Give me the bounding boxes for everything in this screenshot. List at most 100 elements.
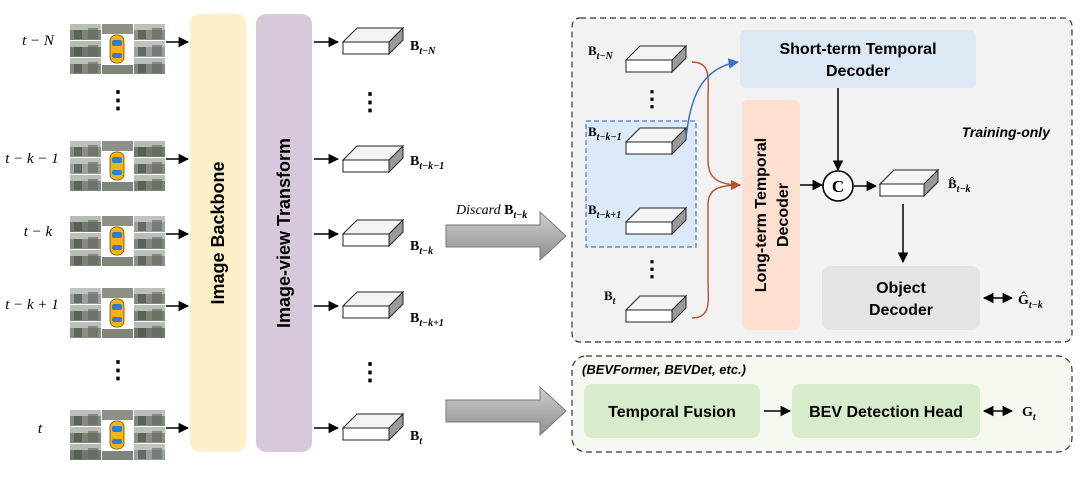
ellipsis: ⋮ bbox=[641, 86, 663, 111]
ellipsis: ⋮ bbox=[106, 87, 130, 114]
short-term-decoder-label: Short-term Temporal bbox=[779, 41, 936, 58]
camera-view-image bbox=[102, 24, 133, 34]
temporal-fusion-label: Temporal Fusion bbox=[608, 404, 736, 421]
predicted-bev-label: B̂t−k bbox=[948, 176, 971, 195]
camera-mosaic bbox=[70, 216, 165, 266]
camera-view-image bbox=[134, 427, 165, 443]
time-label: t − k − 1 bbox=[5, 151, 59, 167]
camera-view-image bbox=[134, 305, 165, 321]
bev-feature-cube bbox=[624, 294, 688, 324]
object-decoder-label: Object bbox=[876, 280, 926, 297]
camera-view-image bbox=[70, 24, 101, 40]
concat-symbol: C bbox=[832, 177, 844, 196]
camera-view-image bbox=[70, 233, 101, 249]
ego-car-icon bbox=[109, 151, 125, 181]
discard-arrow bbox=[445, 210, 567, 262]
stack-label: Bt−k+1 bbox=[588, 202, 621, 221]
camera-view-image bbox=[102, 410, 133, 420]
time-label: t − k bbox=[24, 224, 53, 240]
long-term-decoder-label: Decoder bbox=[775, 183, 792, 247]
bev-feature-cube bbox=[341, 218, 405, 248]
camera-view-image bbox=[134, 158, 165, 174]
input-arrows bbox=[166, 36, 190, 434]
image-backbone-label: Image Backbone bbox=[208, 161, 228, 304]
camera-view-image bbox=[134, 444, 165, 460]
bev-label: Bt−k−1 bbox=[410, 154, 444, 172]
camera-view-image bbox=[134, 250, 165, 266]
camera-view-image bbox=[70, 175, 101, 191]
bev-label: Bt−k bbox=[410, 239, 433, 257]
camera-mosaic bbox=[70, 410, 165, 460]
camera-view-image bbox=[102, 141, 133, 151]
bev-label: Bt−N bbox=[410, 39, 436, 57]
camera-view-image bbox=[134, 41, 165, 57]
time-label: t bbox=[38, 421, 43, 437]
camera-view-image bbox=[102, 329, 133, 338]
detection-head-block bbox=[792, 384, 980, 438]
discard-label: Discard Bt−k bbox=[455, 203, 527, 221]
camera-view-image bbox=[70, 141, 101, 157]
camera-view-image bbox=[134, 58, 165, 74]
inference-panel-tag: (BEVFormer, BEVDet, etc.) bbox=[582, 362, 746, 377]
camera-view-image bbox=[134, 216, 165, 232]
camera-view-image bbox=[134, 288, 165, 304]
detection-output-label: Gt bbox=[1022, 405, 1037, 423]
long-term-decoder-block bbox=[742, 100, 800, 330]
camera-view-image bbox=[70, 322, 101, 338]
object-decoder-label: Decoder bbox=[869, 302, 933, 319]
ellipsis: ⋮ bbox=[358, 359, 382, 386]
bev-feature-cube bbox=[341, 290, 405, 320]
predicted-output-label: Ĝt−k bbox=[1018, 290, 1043, 311]
temporal-fusion-block bbox=[584, 384, 760, 438]
time-label: t − k + 1 bbox=[5, 297, 59, 313]
bev-feature-cube bbox=[341, 412, 405, 442]
bev-feature-cube bbox=[341, 144, 405, 174]
camera-view-image bbox=[102, 65, 133, 74]
camera-view-image bbox=[102, 257, 133, 266]
ego-car-icon bbox=[109, 226, 125, 256]
inference-arrow bbox=[445, 385, 567, 437]
camera-mosaic bbox=[70, 141, 165, 191]
bev-feature-cube bbox=[624, 44, 688, 74]
camera-view-image bbox=[70, 305, 101, 321]
camera-view-image bbox=[134, 233, 165, 249]
predicted-bev-cube bbox=[878, 168, 940, 198]
image-backbone-block bbox=[190, 14, 246, 452]
camera-view-image bbox=[134, 24, 165, 40]
training-only-tag: Training-only bbox=[962, 124, 1052, 140]
ego-car-icon bbox=[109, 420, 125, 450]
time-label: t − N bbox=[22, 33, 55, 49]
camera-view-image bbox=[102, 216, 133, 226]
ego-car-icon bbox=[109, 34, 125, 64]
ego-car-icon bbox=[109, 298, 125, 328]
camera-view-image bbox=[70, 58, 101, 74]
camera-view-image bbox=[70, 410, 101, 426]
camera-view-image bbox=[102, 182, 133, 191]
camera-view-image bbox=[134, 322, 165, 338]
bev-labels: Bt−N Bt−k−1 Bt−k Bt−k+1 Bt bbox=[410, 39, 444, 447]
view-transform-label: Image-view Transform bbox=[274, 138, 294, 328]
camera-view-image bbox=[70, 158, 101, 174]
short-term-decoder-block bbox=[740, 30, 976, 88]
stack-labels: Bt−N Bt−k−1 Bt−k+1 Bt bbox=[588, 43, 622, 307]
camera-inputs bbox=[70, 24, 165, 460]
camera-view-image bbox=[70, 444, 101, 460]
camera-view-image bbox=[70, 427, 101, 443]
ellipsis: ⋮ bbox=[358, 89, 382, 116]
camera-view-image bbox=[134, 410, 165, 426]
camera-mosaic bbox=[70, 288, 165, 338]
stack-label: Bt−k−1 bbox=[588, 124, 622, 143]
camera-mosaic bbox=[70, 24, 165, 74]
camera-view-image bbox=[70, 216, 101, 232]
camera-view-image bbox=[70, 250, 101, 266]
short-term-input-arrow bbox=[685, 58, 740, 139]
detection-head-label: BEV Detection Head bbox=[809, 404, 963, 421]
object-decoder-block bbox=[822, 266, 980, 330]
long-term-inputs bbox=[691, 61, 741, 319]
camera-view-image bbox=[70, 288, 101, 304]
predicted-bev-feature bbox=[878, 168, 940, 198]
time-labels: t − N t − k − 1 t − k t − k + 1 t bbox=[5, 33, 59, 437]
camera-view-image bbox=[102, 451, 133, 460]
view-transform-block bbox=[256, 14, 312, 452]
